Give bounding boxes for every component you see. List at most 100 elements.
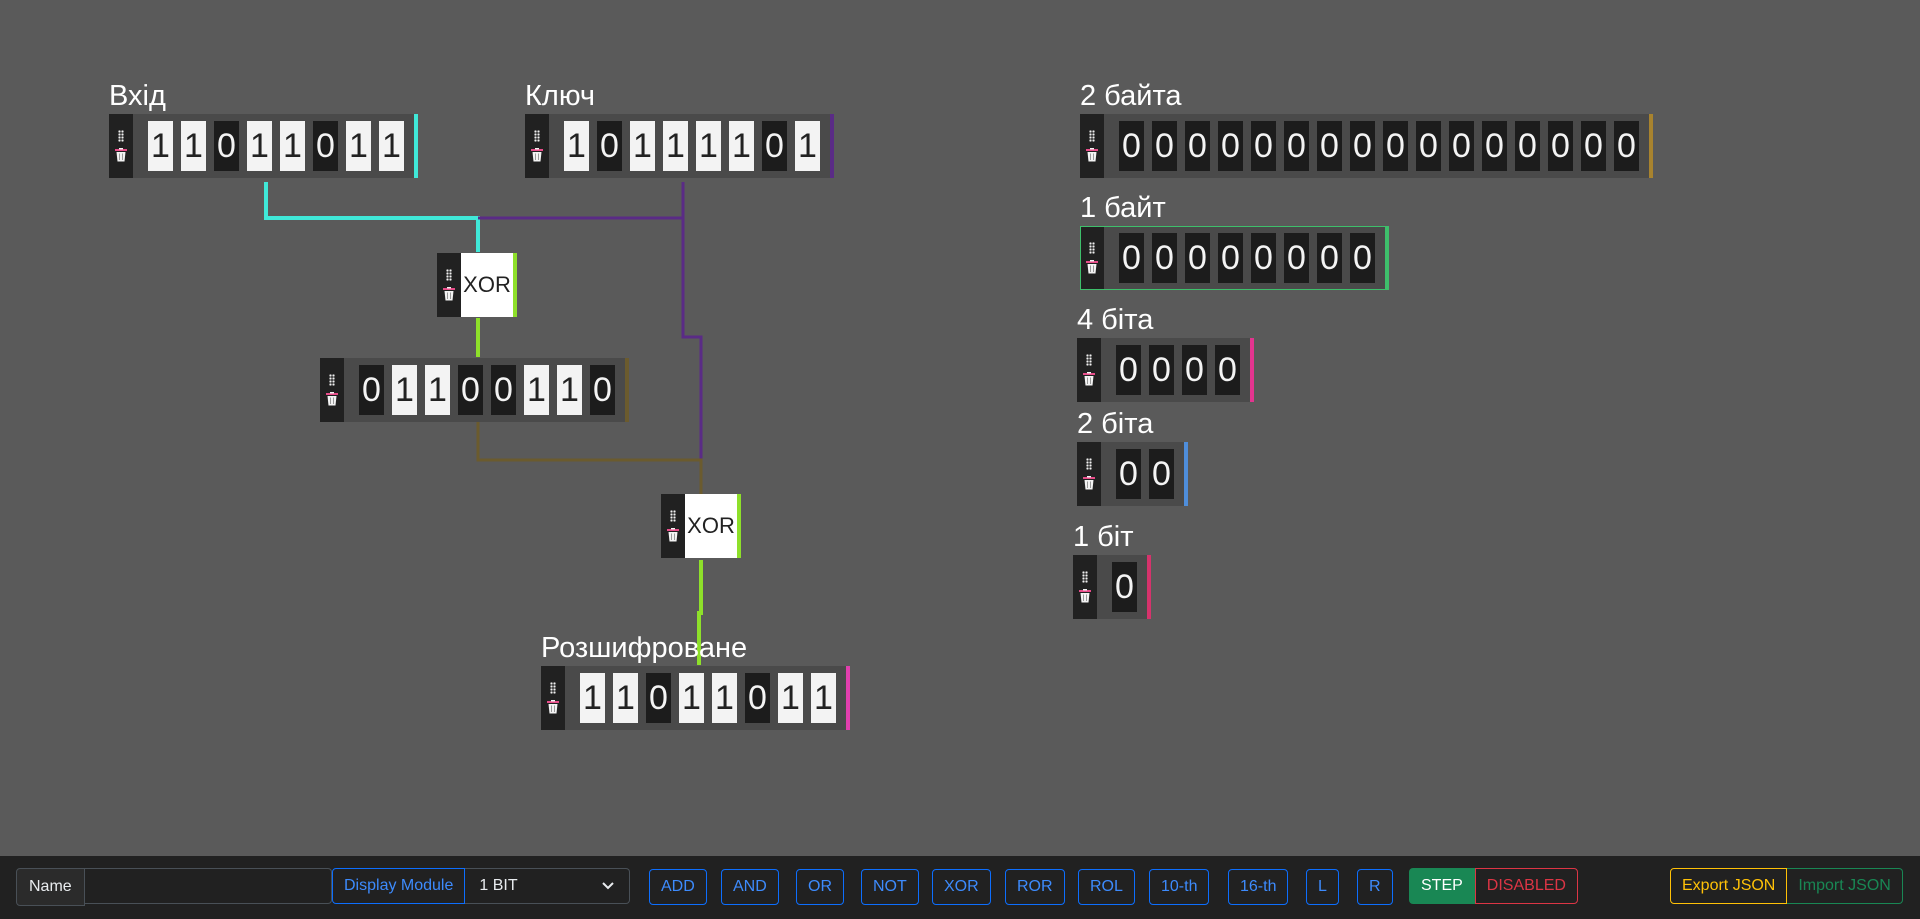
drag-handle-icon[interactable] xyxy=(118,130,124,142)
trash-icon[interactable] xyxy=(326,392,338,406)
trash-icon[interactable] xyxy=(667,528,679,542)
bit-cell[interactable]: 0 xyxy=(1182,345,1207,395)
bit-cell[interactable]: 1 xyxy=(148,121,173,171)
trash-icon[interactable] xyxy=(115,148,127,162)
output-connector[interactable] xyxy=(1649,114,1653,178)
bit-cell[interactable]: 0 xyxy=(597,121,622,171)
output-connector[interactable] xyxy=(1184,442,1188,506)
bit-cell[interactable]: 0 xyxy=(1548,121,1573,171)
bit-cell[interactable]: 0 xyxy=(1284,121,1309,171)
export-json-button[interactable]: Export JSON xyxy=(1670,868,1788,904)
module-handle[interactable] xyxy=(1077,442,1101,506)
trash-icon[interactable] xyxy=(531,148,543,162)
module-handle[interactable] xyxy=(1077,338,1101,402)
bit-cell[interactable]: 0 xyxy=(1383,121,1408,171)
drag-handle-icon[interactable] xyxy=(1082,571,1088,583)
trash-icon[interactable] xyxy=(1079,589,1091,603)
op-button-or[interactable]: OR xyxy=(796,869,844,905)
step-button[interactable]: STEP xyxy=(1409,868,1475,904)
module-handle[interactable] xyxy=(109,114,133,178)
bit-cell[interactable]: 0 xyxy=(491,365,516,415)
module-handle[interactable] xyxy=(320,358,344,422)
trash-icon[interactable] xyxy=(1086,260,1098,274)
bit-cell[interactable]: 1 xyxy=(663,121,688,171)
bit-cell[interactable]: 1 xyxy=(795,121,820,171)
module-handle[interactable] xyxy=(1073,555,1097,619)
bit-cell[interactable]: 1 xyxy=(712,673,737,723)
bit-cell[interactable]: 1 xyxy=(379,121,404,171)
drag-handle-icon[interactable] xyxy=(446,269,452,281)
bit-cell[interactable]: 0 xyxy=(762,121,787,171)
output-connector[interactable] xyxy=(1147,555,1151,619)
bit-cell[interactable]: 0 xyxy=(1185,233,1210,283)
bit-cell[interactable]: 0 xyxy=(1119,233,1144,283)
trash-icon[interactable] xyxy=(443,287,455,301)
bit-cell[interactable]: 0 xyxy=(1116,345,1141,395)
bit-cell[interactable]: 1 xyxy=(580,673,605,723)
op-button-xor[interactable]: XOR xyxy=(932,869,991,905)
output-connector[interactable] xyxy=(625,358,629,422)
bit-cell[interactable]: 0 xyxy=(1112,562,1137,612)
bit-cell[interactable]: 0 xyxy=(458,365,483,415)
bit-cell[interactable]: 0 xyxy=(1152,233,1177,283)
bit-cell[interactable]: 0 xyxy=(313,121,338,171)
bit-cell[interactable]: 0 xyxy=(1149,449,1174,499)
bit-cell[interactable]: 0 xyxy=(1119,121,1144,171)
bit-cell[interactable]: 1 xyxy=(564,121,589,171)
drag-handle-icon[interactable] xyxy=(670,510,676,522)
import-json-button[interactable]: Import JSON xyxy=(1787,868,1903,904)
output-connector[interactable] xyxy=(830,114,834,178)
bit-cell[interactable]: 0 xyxy=(1482,121,1507,171)
module-handle[interactable] xyxy=(1080,114,1104,178)
op-button-l[interactable]: L xyxy=(1306,869,1339,905)
module-handle[interactable] xyxy=(1080,226,1104,290)
bit-cell[interactable]: 0 xyxy=(1251,233,1276,283)
bit-cell[interactable]: 0 xyxy=(214,121,239,171)
bit-cell[interactable]: 0 xyxy=(1218,233,1243,283)
output-connector[interactable] xyxy=(846,666,850,730)
bit-cell[interactable]: 1 xyxy=(729,121,754,171)
op-button-ror[interactable]: ROR xyxy=(1005,869,1065,905)
op-button-rol[interactable]: ROL xyxy=(1078,869,1135,905)
bit-cell[interactable]: 0 xyxy=(1152,121,1177,171)
bit-cell[interactable]: 0 xyxy=(1284,233,1309,283)
module-handle[interactable] xyxy=(437,253,461,317)
bit-cell[interactable]: 1 xyxy=(181,121,206,171)
drag-handle-icon[interactable] xyxy=(534,130,540,142)
bit-cell[interactable]: 1 xyxy=(613,673,638,723)
bit-cell[interactable]: 1 xyxy=(392,365,417,415)
bit-cell[interactable]: 1 xyxy=(247,121,272,171)
output-connector[interactable] xyxy=(1385,226,1389,290)
bit-cell[interactable]: 0 xyxy=(646,673,671,723)
bit-cell[interactable]: 1 xyxy=(811,673,836,723)
bit-cell[interactable]: 0 xyxy=(1215,345,1240,395)
bit-cell[interactable]: 0 xyxy=(590,365,615,415)
module-type-select[interactable]: 1 BIT xyxy=(465,868,631,904)
trash-icon[interactable] xyxy=(547,700,559,714)
bit-cell[interactable]: 1 xyxy=(696,121,721,171)
bit-cell[interactable]: 1 xyxy=(557,365,582,415)
bit-cell[interactable]: 0 xyxy=(1581,121,1606,171)
bit-cell[interactable]: 0 xyxy=(1449,121,1474,171)
trash-icon[interactable] xyxy=(1086,148,1098,162)
bit-cell[interactable]: 0 xyxy=(1515,121,1540,171)
bit-cell[interactable]: 0 xyxy=(1116,449,1141,499)
trash-icon[interactable] xyxy=(1083,372,1095,386)
bit-cell[interactable]: 1 xyxy=(280,121,305,171)
bit-cell[interactable]: 0 xyxy=(1317,121,1342,171)
bit-cell[interactable]: 0 xyxy=(1614,121,1639,171)
op-button-add[interactable]: ADD xyxy=(649,869,707,905)
output-connector[interactable] xyxy=(414,114,418,178)
module-handle[interactable] xyxy=(541,666,565,730)
bit-cell[interactable]: 1 xyxy=(346,121,371,171)
drag-handle-icon[interactable] xyxy=(1089,242,1095,254)
name-input[interactable] xyxy=(84,868,332,904)
bit-cell[interactable]: 0 xyxy=(1251,121,1276,171)
bit-cell[interactable]: 1 xyxy=(679,673,704,723)
op-button-not[interactable]: NOT xyxy=(861,869,919,905)
bit-cell[interactable]: 0 xyxy=(1416,121,1441,171)
disabled-toggle-button[interactable]: DISABLED xyxy=(1474,868,1578,904)
bit-cell[interactable]: 0 xyxy=(1149,345,1174,395)
output-connector[interactable] xyxy=(737,494,741,558)
op-button-10-th[interactable]: 10-th xyxy=(1149,869,1210,905)
